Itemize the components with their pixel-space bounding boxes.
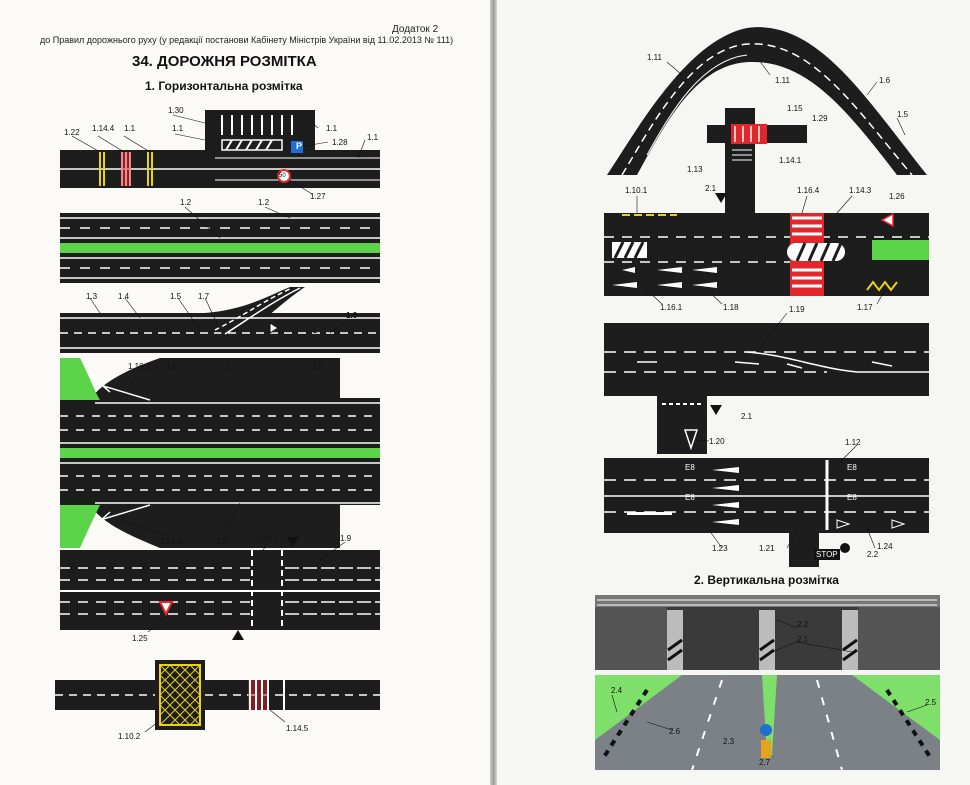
label-1-3: 1.3 — [86, 292, 98, 301]
road-diagram-junction — [604, 108, 929, 305]
horizontal-title: 1. Горизонтальна розмітка — [145, 79, 303, 93]
label-1-12: 1.12 — [845, 438, 861, 447]
label-1-5-a: 1.5 — [170, 292, 182, 301]
left-page-drawings — [55, 110, 380, 733]
lane-number-c: E8 — [847, 463, 857, 472]
lane-number-a: E8 — [685, 463, 695, 472]
label-1-15: 1.15 — [787, 104, 803, 113]
label-1-28: 1.28 — [332, 138, 348, 147]
vertical-marking-bridge — [595, 595, 940, 670]
label-1-22: 1.22 — [64, 128, 80, 137]
road-diagram-1-19 — [604, 312, 929, 454]
label-1-5: 1.5 — [897, 110, 909, 119]
label-1-1-d: 1.1 — [367, 133, 379, 142]
appendix-subtitle: до Правил дорожнього руху (у редакції по… — [40, 35, 454, 45]
stop-sign: STOP — [814, 549, 840, 560]
lane-number-b: E8 — [685, 493, 695, 502]
label-1-1-e: 1.1 — [226, 362, 238, 371]
label-2-3: 2.3 — [723, 737, 735, 746]
label-1-13: 1.13 — [687, 165, 703, 174]
label-1-11-a: 1.11 — [647, 53, 662, 62]
label-1-6-a: 1.6 — [346, 311, 358, 320]
label-1-7: 1.7 — [198, 292, 210, 301]
label-1-1-a: 1.1 — [124, 124, 136, 133]
label-1-24: 1.24 — [877, 542, 893, 551]
label-2-5: 2.5 — [925, 698, 937, 707]
label-1-20: 1.20 — [709, 437, 725, 446]
lane-number-d: E8 — [847, 493, 857, 502]
label-1-1-c: 1.1 — [326, 124, 338, 133]
vertical-marking-highway — [595, 675, 940, 771]
road-diagram-4 — [60, 358, 380, 548]
label-1-14-2: 1.14.2 — [256, 534, 279, 543]
label-1-6-b: 1.6 — [166, 362, 178, 371]
label-1-23: 1.23 — [712, 544, 728, 553]
book-gutter — [490, 0, 497, 785]
speed-sign: 50 — [279, 173, 286, 179]
road-diagram-5 — [60, 537, 380, 640]
vertical-title: 2. Вертикальна розмітка — [694, 573, 839, 587]
road-diagram-arch — [607, 27, 927, 176]
label-1-14-4: 1.14.4 — [92, 124, 115, 133]
label-2-4: 2.4 — [611, 686, 623, 695]
label-1-16-3: 1.16.3 — [160, 537, 183, 546]
label-1-8: 1.8 — [216, 537, 228, 546]
label-2-1-a: 2.1 — [306, 326, 318, 335]
road-diagram-1 — [60, 110, 380, 195]
section-title: 34. ДОРОЖНЯ РОЗМІТКА — [132, 53, 317, 70]
label-2-6: 2.6 — [669, 727, 681, 736]
label-1-30: 1.30 — [168, 106, 184, 115]
label-1-25: 1.25 — [132, 634, 148, 643]
label-2-2-a: 2.2 — [867, 550, 879, 559]
parking-sign: P — [296, 141, 303, 151]
label-1-11-b: 1.11 — [775, 76, 790, 85]
label-1-16-2: 1.16.2 — [128, 362, 151, 371]
label-1-14-3: 1.14.3 — [849, 186, 872, 195]
label-1-5-b: 1.5 — [312, 362, 324, 371]
label-1-29: 1.29 — [812, 114, 828, 123]
label-1-26: 1.26 — [889, 192, 905, 201]
label-1-10-2: 1.10.2 — [118, 732, 141, 741]
label-1-6: 1.6 — [879, 76, 891, 85]
label-1-18: 1.18 — [723, 303, 739, 312]
road-diagram-1-12 — [604, 444, 929, 567]
left-page: Додаток 2 до Правил дорожнього руху (у р… — [40, 24, 454, 741]
label-1-27: 1.27 — [310, 192, 326, 201]
road-diagram-3 — [60, 287, 380, 353]
right-page-drawings — [595, 27, 940, 771]
label-1-10-1: 1.10.1 — [625, 186, 648, 195]
label-2-1-a: 2.1 — [705, 184, 717, 193]
label-2-2-b: 2.2 — [797, 620, 809, 629]
label-1-4: 1.4 — [118, 292, 130, 301]
label-1-1-b: 1.1 — [172, 124, 184, 133]
label-2-1-b: 2.1 — [741, 412, 753, 421]
label-1-2-a: 1.2 — [180, 198, 192, 207]
right-page: 2. Вертикальна розмітка STOP E8 E8 E8 E8… — [497, 0, 970, 785]
label-1-9: 1.9 — [340, 534, 352, 543]
label-1-14-1: 1.14.1 — [779, 156, 802, 165]
label-2-7: 2.7 — [759, 758, 771, 767]
label-1-17: 1.17 — [857, 303, 873, 312]
road-diagram-2 — [60, 206, 380, 283]
road-diagram-6 — [55, 660, 380, 733]
label-1-2-b: 1.2 — [258, 198, 270, 207]
appendix-label: Додаток 2 — [392, 24, 439, 35]
label-1-16-4: 1.16.4 — [797, 186, 820, 195]
label-2-1-c: 2.1 — [797, 635, 809, 644]
label-1-19: 1.19 — [789, 305, 805, 314]
label-1-21: 1.21 — [759, 544, 775, 553]
label-1-14-5: 1.14.5 — [286, 724, 309, 733]
label-1-16-1: 1.16.1 — [660, 303, 683, 312]
